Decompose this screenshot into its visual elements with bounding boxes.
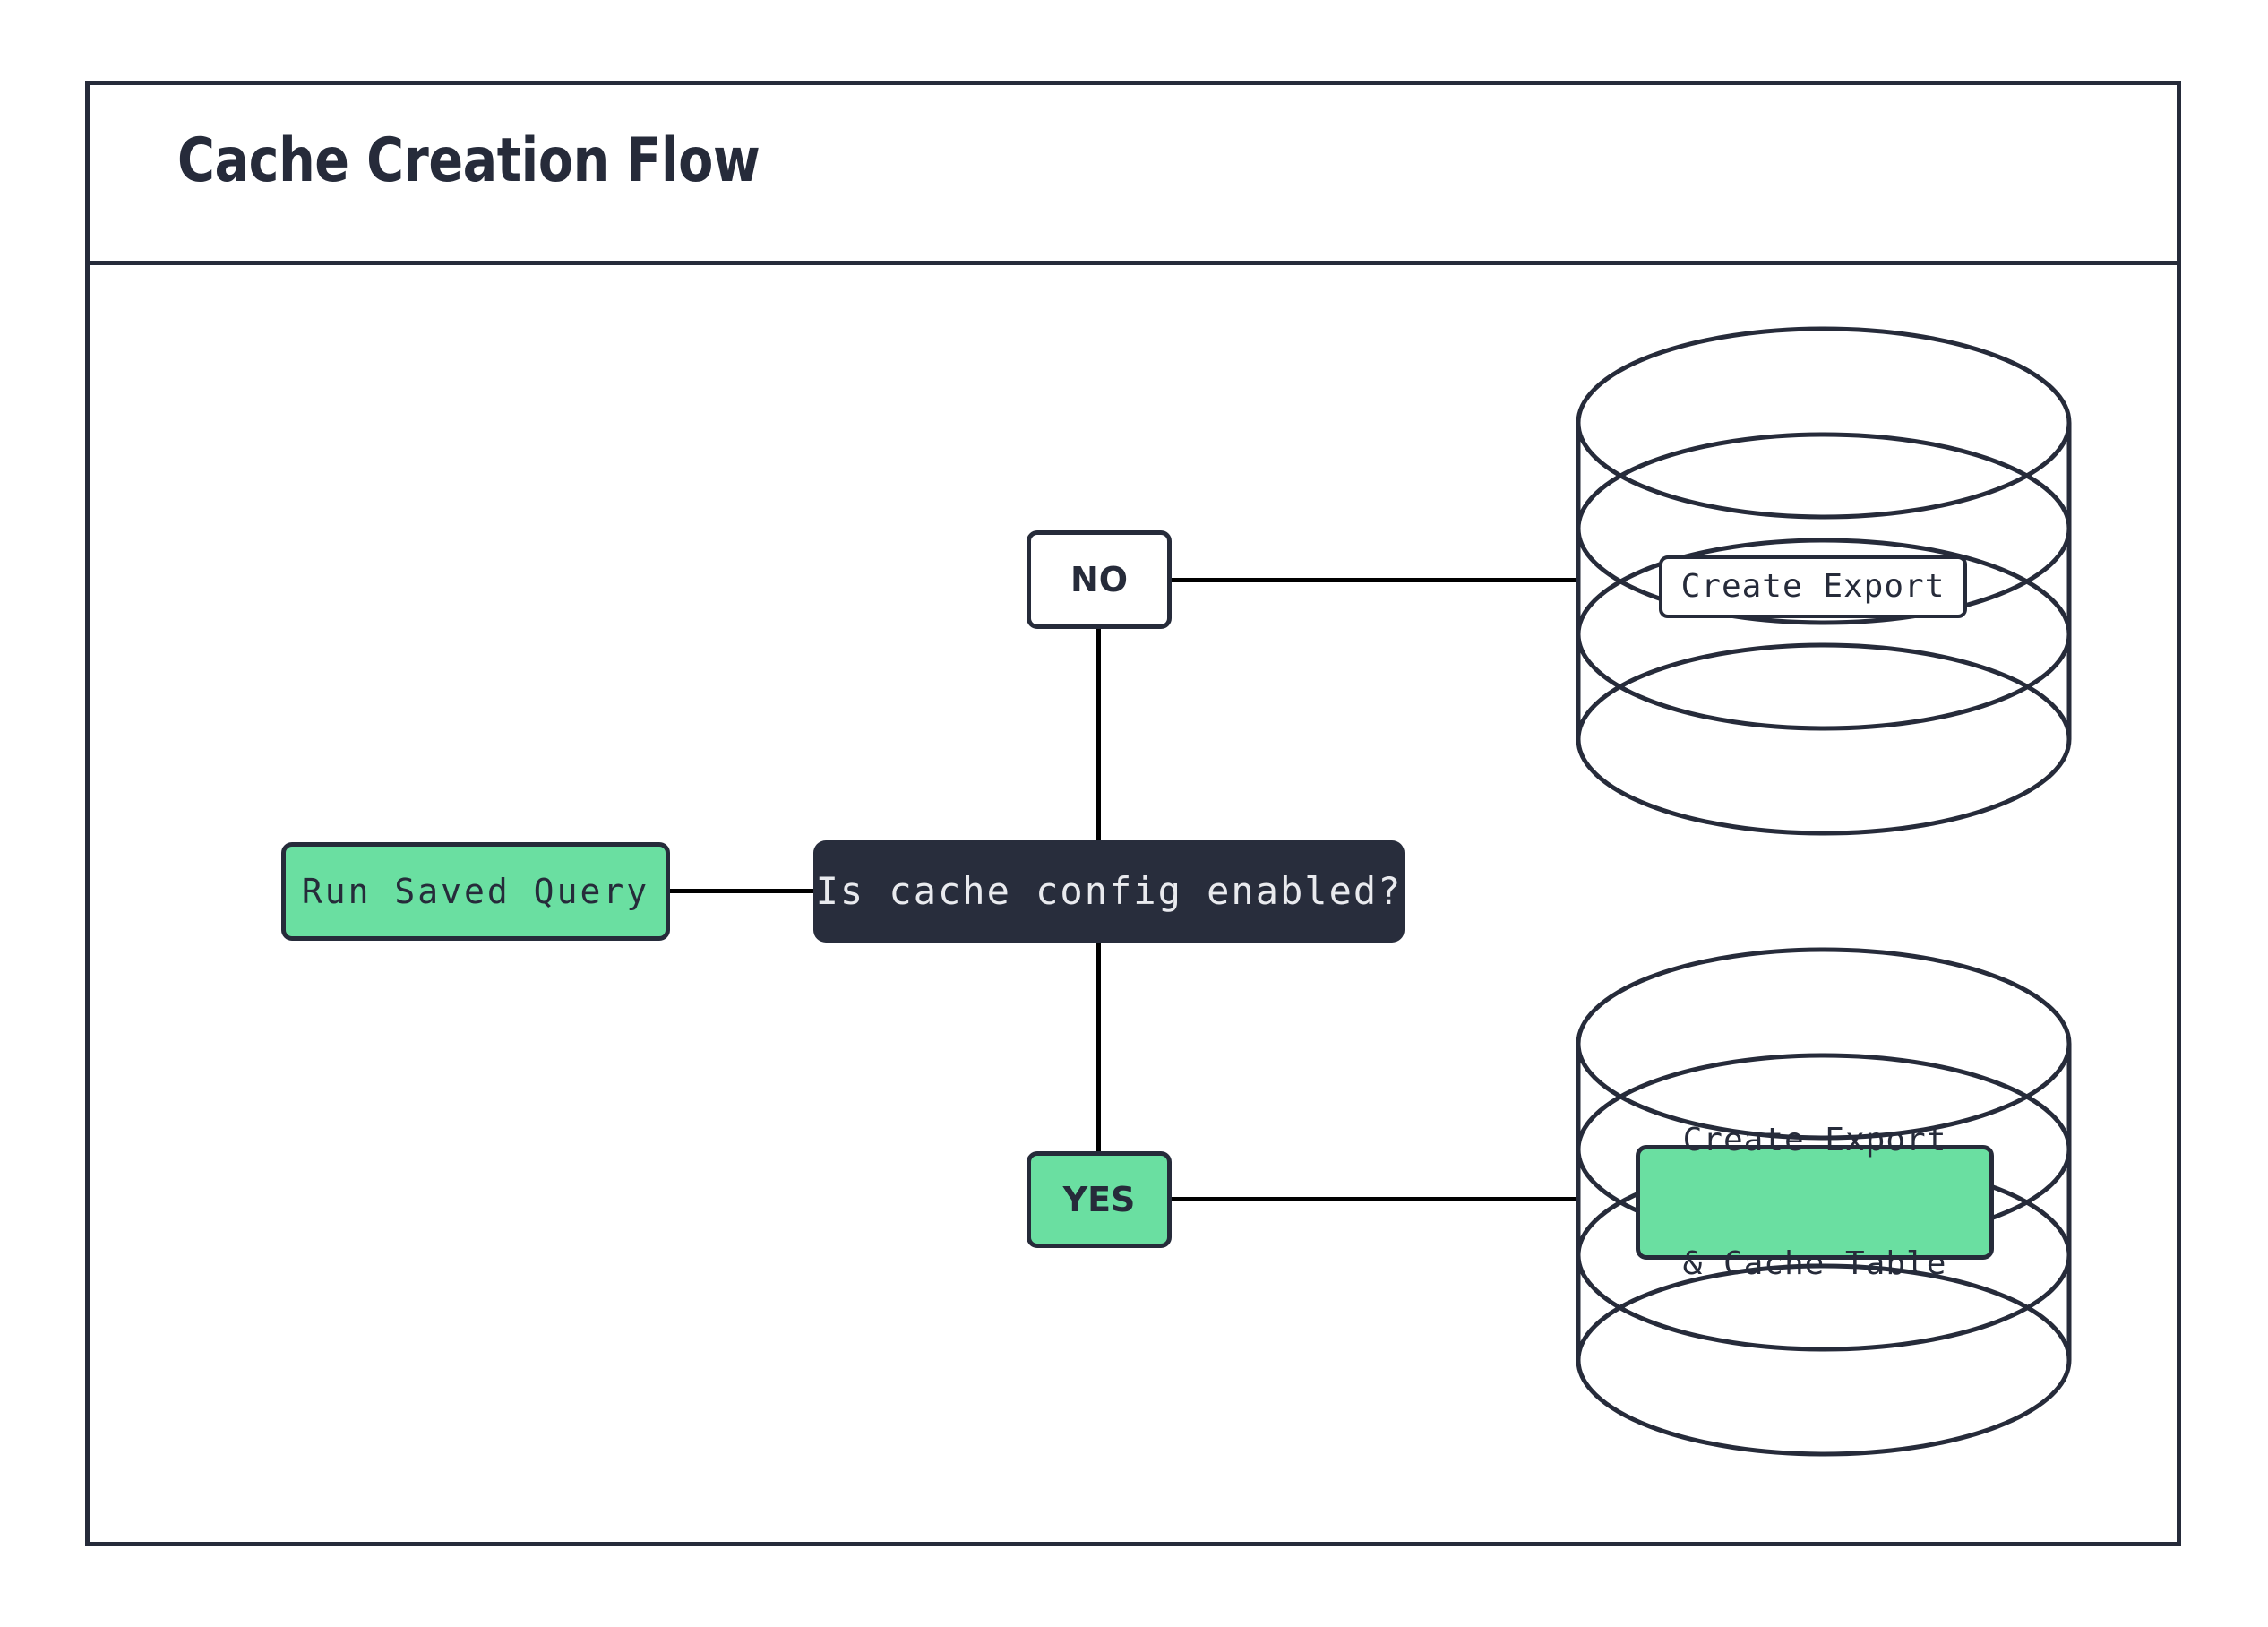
- title-divider: [85, 261, 2181, 265]
- edge-decision-to-no: [1096, 625, 1101, 844]
- edge-yes-to-database-bottom: [1168, 1197, 1576, 1201]
- node-decision-is-cache-config-enabled[interactable]: Is cache config enabled?: [813, 840, 1405, 943]
- diagram-frame: [85, 81, 2181, 1546]
- node-create-export[interactable]: Create Export: [1659, 555, 1967, 618]
- page-title: Cache Creation Flow: [177, 125, 760, 196]
- database-cylinder-top: [1576, 326, 2072, 836]
- node-create-export-cache-line2: & Cache Table: [1682, 1245, 1947, 1283]
- node-create-export-and-cache-table[interactable]: Create Export & Cache Table: [1636, 1122, 1994, 1282]
- node-create-export-cache-line1: Create Export: [1682, 1121, 1947, 1158]
- edge-no-to-database-top: [1168, 578, 1576, 582]
- edge-run-query-to-decision: [666, 889, 820, 893]
- node-branch-no[interactable]: NO: [1027, 530, 1172, 629]
- edge-decision-to-yes: [1096, 939, 1101, 1156]
- node-run-saved-query[interactable]: Run Saved Query: [281, 842, 670, 941]
- node-branch-yes[interactable]: YES: [1027, 1151, 1172, 1248]
